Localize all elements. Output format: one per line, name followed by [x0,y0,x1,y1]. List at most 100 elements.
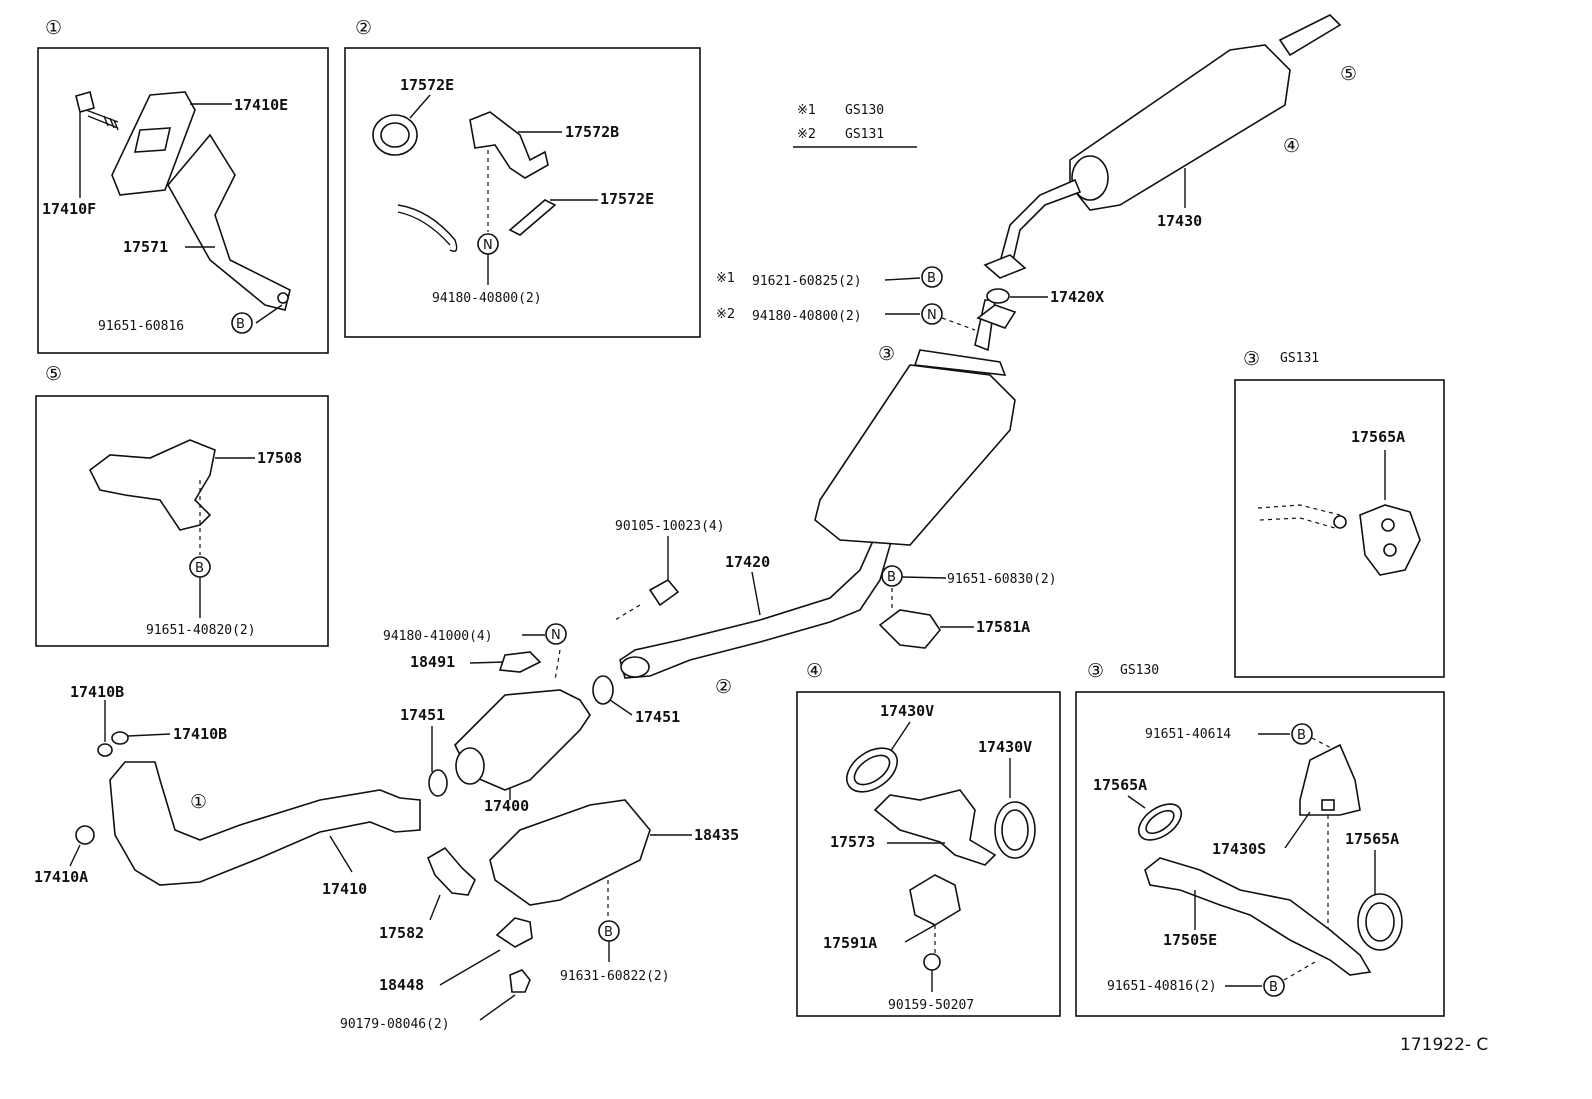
inset-box-1 [37,47,329,354]
bracket-17571-drawing [167,133,291,311]
inset-box-5 [35,395,329,647]
note-2-mark: ※2 [797,127,816,142]
svg-text:B: B [927,271,936,286]
group-2-ref: ② [355,18,372,39]
group-5-ref-main: ⑤ [1340,64,1357,85]
label-90105-10023: 90105-10023(4) [615,519,725,534]
label-91631-60822: 91631-60822(2) [560,969,670,984]
label-17565A-gs131: 17565A [1351,428,1405,446]
group-1-ref: ① [45,18,62,39]
label-17410B-a: 17410B [70,683,124,701]
group-3-ref-main: ③ [878,344,895,365]
note-1-model: GS130 [845,103,884,118]
front-pipe-17410-drawing [109,761,421,886]
catalytic-converter-assembly: 94180-41000(4) N 18491 17451 17400 17451… [340,623,739,1032]
label-18435: 18435 [694,826,739,844]
label-17573: 17573 [830,833,875,851]
label-17420: 17420 [725,553,770,571]
center-pipe-assembly: 90105-10023(4) 17420 ② B 91651-60830(2) … [614,519,1057,698]
label-91651-40614: 91651-40614 [1145,727,1231,742]
label-17430: 17430 [1157,212,1202,230]
gasket-17451-a-drawing [428,769,448,797]
gs131-model: GS131 [1280,351,1319,366]
label-90179-08046: 90179-08046(2) [340,1017,450,1032]
hanger-17591A-drawing [909,874,961,926]
bracket-17573-drawing [873,789,997,866]
group-1-ref-main: ① [190,792,207,813]
label-17430V-a: 17430V [880,702,934,720]
svg-text:B: B [604,925,613,940]
label-17591A: 17591A [823,934,877,952]
label-17505E: 17505E [1163,931,1217,949]
bolt-marker-b-icon [231,312,253,334]
label-17410B-b: 17410B [173,725,227,743]
inset-group-3-gs131: ③ GS131 17565A [1234,349,1445,678]
svg-text:B: B [1297,728,1306,743]
label-17410F: 17410F [42,200,96,218]
group-3-ref-gs131: ③ [1243,349,1260,370]
gasket-17420X-drawing [986,288,1010,304]
label-91651-40816: 91651-40816(2) [1107,979,1217,994]
hanger-17565A-gs131-drawing [1359,504,1421,576]
gasket-17410B-b-drawing [111,731,129,745]
bracket-17430S-drawing [1299,743,1361,816]
flange-17420X-drawing [976,304,1017,329]
note-1-mark: ※1 [797,103,816,118]
nut-17410A-drawing [75,825,95,845]
ring-17572E-b-drawing [508,199,557,236]
inset-group-3-gs130: ③ GS130 91651-40614 B 17430S 17565A 1756… [1075,661,1445,1017]
label-17508: 17508 [257,449,302,467]
marker-n-text: N [483,238,493,253]
inset-box-3-gs130 [1075,691,1445,1017]
bracket-18491-drawing [498,651,542,673]
inset-group-5: ⑤ 17508 B 91651-40820(2) [35,364,329,647]
bolt-marker-b-icon-5 [921,266,943,288]
gasket-17410B-a-drawing [97,743,113,757]
bolt-marker-b-icon-7 [1263,975,1285,997]
bracket-17508-drawing [88,439,216,531]
note-2-model: GS131 [845,127,884,142]
label-17400: 17400 [484,797,529,815]
main-muffler-assembly: ⑤ ④ 17430 [983,14,1357,279]
label-90159-50207: 90159-50207 [888,998,974,1013]
marker-b-text: B [236,317,245,332]
label-17451-a: 17451 [400,706,445,724]
label-17410: 17410 [322,880,367,898]
label-17420X: 17420X [1050,288,1104,306]
label-17430S: 17430S [1212,840,1266,858]
inset-group-2: ② 17572E 17572B 17572E N 94180-40800(2) [344,18,701,338]
label-17451-b: 17451 [635,708,680,726]
svg-text:N: N [927,308,937,323]
figure-id: 171922- C [1400,1035,1488,1055]
label-18491: 18491 [410,653,455,671]
label-91651-60816: 91651-60816 [98,319,184,334]
heat-shield-18435-drawing [489,799,651,906]
label-18448: 18448 [379,976,424,994]
bracket-17505E-drawing [1144,857,1372,976]
label-17572E-b: 17572E [600,190,654,208]
label-17582: 17582 [379,924,424,942]
group-5-ref: ⑤ [45,364,62,385]
svg-text:※2: ※2 [716,307,735,322]
bracket-18448-drawing [495,917,533,948]
bolt-17410F-drawing [75,91,119,131]
label-17565A-b: 17565A [1345,830,1399,848]
screw-90159-drawing [923,953,941,971]
bolt-90105-drawing [648,578,680,607]
label-91651-60830: 91651-60830(2) [947,572,1057,587]
inset-box-4 [796,691,1061,1017]
label-17572B: 17572B [565,123,619,141]
label-91621-60825: 91621-60825(2) [752,274,862,289]
inset-group-4: ④ 17430V 17430V 17573 17591A 90159-50207 [796,661,1061,1017]
converter-17400-drawing [454,689,591,791]
svg-text:N: N [551,628,561,643]
nut-90179-drawing [509,969,531,993]
sub-muffler-drawing [814,364,1016,546]
label-94180-40800-a: 94180-40800(2) [432,291,542,306]
svg-text:B: B [887,570,896,585]
inset-box-3-gs131 [1234,379,1445,678]
group-2-ref-main: ② [715,677,732,698]
clamp-17582-drawing [426,846,476,896]
nut-marker-n-icon-2 [545,623,567,645]
